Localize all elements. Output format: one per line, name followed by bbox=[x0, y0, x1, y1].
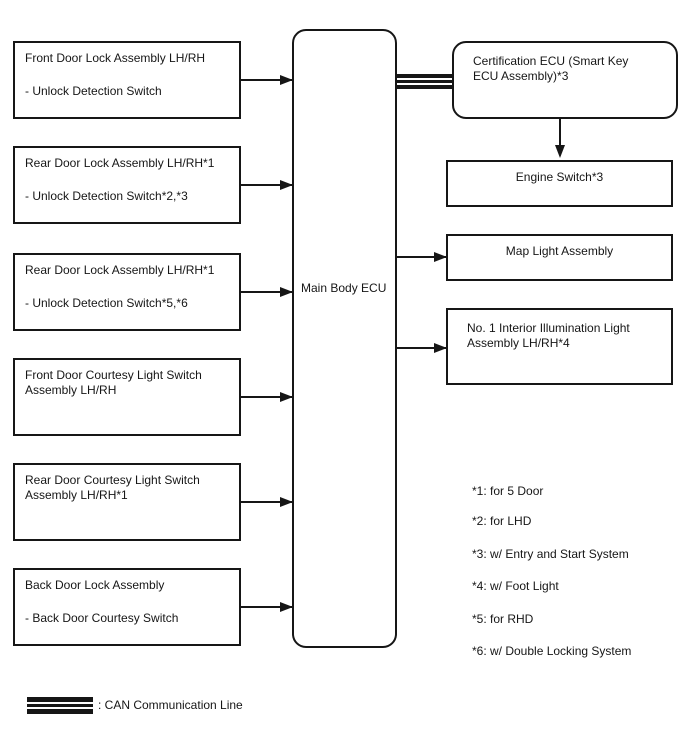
component-detail: - Unlock Detection Switch*5,*6 bbox=[25, 296, 188, 310]
component-title: Back Door Lock Assembly bbox=[25, 578, 165, 592]
footnote-1: *1: for 5 Door bbox=[472, 484, 544, 498]
arrow-back-door-lock-to-ecu bbox=[241, 602, 293, 612]
arrow-front-door-lock-to-ecu bbox=[241, 75, 293, 85]
arrow-ecu-to-map-light bbox=[397, 252, 447, 262]
arrow-rear-door-courtesy-to-ecu bbox=[241, 497, 293, 507]
component-box-front-door-courtesy-switch: Front Door Courtesy Light Switch Assembl… bbox=[13, 358, 241, 436]
engine-switch-label: Engine Switch*3 bbox=[515, 170, 604, 184]
footnote-3: *3: w/ Entry and Start System bbox=[472, 547, 629, 561]
footnote-4: *4: w/ Foot Light bbox=[472, 579, 559, 593]
main-body-ecu-label: Main Body ECU bbox=[301, 281, 387, 295]
component-title: Rear Door Lock Assembly LH/RH*1 bbox=[25, 263, 215, 277]
arrow-ecu-to-interior-light bbox=[397, 343, 447, 353]
interior-light-box: No. 1 Interior Illumination Light Assemb… bbox=[446, 308, 673, 385]
arrow-rear-door-lock-lhd-to-ecu bbox=[241, 180, 293, 190]
component-title: Front Door Courtesy Light Switch Assembl… bbox=[25, 368, 202, 397]
can-line-legend-symbol bbox=[27, 697, 93, 714]
component-box-rear-door-courtesy-switch: Rear Door Courtesy Light Switch Assembly… bbox=[13, 463, 241, 541]
component-box-front-door-lock: Front Door Lock Assembly LH/RH - Unlock … bbox=[13, 41, 241, 119]
engine-switch-box: Engine Switch*3 bbox=[446, 160, 673, 207]
certification-ecu-box: Certification ECU (Smart Key ECU Assembl… bbox=[452, 41, 678, 119]
map-light-box: Map Light Assembly bbox=[446, 234, 673, 281]
component-detail: - Unlock Detection Switch*2,*3 bbox=[25, 189, 188, 203]
can-line-legend-label: : CAN Communication Line bbox=[98, 698, 243, 712]
component-title: Rear Door Lock Assembly LH/RH*1 bbox=[25, 156, 215, 170]
arrow-rear-door-lock-rhd-to-ecu bbox=[241, 287, 293, 297]
component-box-back-door-lock: Back Door Lock Assembly - Back Door Cour… bbox=[13, 568, 241, 646]
footnote-2: *2: for LHD bbox=[472, 514, 532, 528]
component-box-rear-door-lock-lhd: Rear Door Lock Assembly LH/RH*1 - Unlock… bbox=[13, 146, 241, 224]
arrow-certification-ecu-to-engine-switch bbox=[555, 119, 565, 158]
component-box-rear-door-lock-rhd: Rear Door Lock Assembly LH/RH*1 - Unlock… bbox=[13, 253, 241, 331]
can-line-link bbox=[397, 74, 452, 89]
certification-ecu-label: Certification ECU (Smart Key ECU Assembl… bbox=[473, 54, 629, 83]
arrow-front-door-courtesy-to-ecu bbox=[241, 392, 293, 402]
interior-light-label: No. 1 Interior Illumination Light Assemb… bbox=[467, 321, 630, 350]
component-detail: - Unlock Detection Switch bbox=[25, 84, 162, 98]
main-body-ecu-box: Main Body ECU bbox=[292, 29, 397, 648]
component-detail: - Back Door Courtesy Switch bbox=[25, 611, 179, 625]
component-title: Front Door Lock Assembly LH/RH bbox=[25, 51, 206, 65]
map-light-label: Map Light Assembly bbox=[505, 244, 614, 258]
component-title: Rear Door Courtesy Light Switch Assembly… bbox=[25, 473, 200, 502]
footnote-6: *6: w/ Double Locking System bbox=[472, 644, 632, 658]
footnote-5: *5: for RHD bbox=[472, 612, 534, 626]
